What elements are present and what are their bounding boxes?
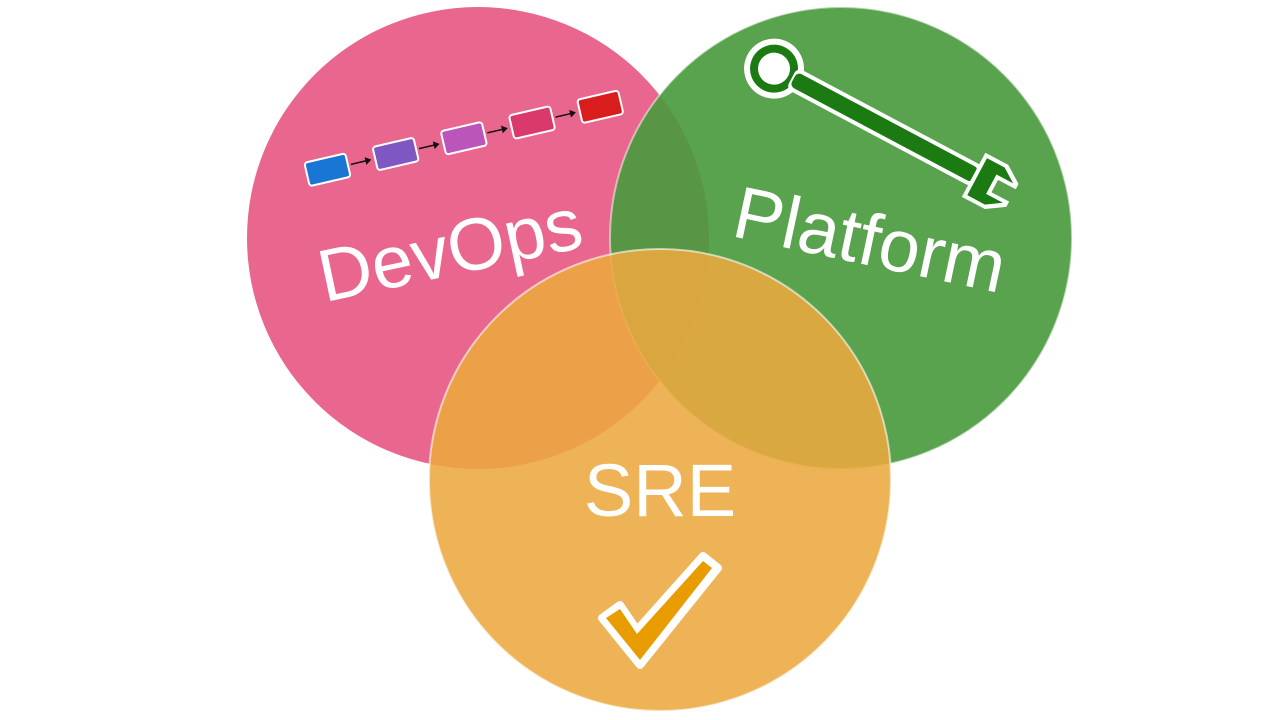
pipeline-arrow [555,112,573,118]
pipeline-stage-box [303,152,352,187]
pipeline-arrow [418,144,436,150]
sre-label: SRE [584,449,736,532]
pipeline-arrow [487,128,504,134]
sre-circle [428,248,892,712]
pipeline-arrowhead [500,125,508,134]
circles-group [247,6,1073,712]
pipeline-arrow [350,159,368,166]
pipeline-stage-box [440,121,488,156]
wrench-icon [744,38,1019,210]
checkmark-icon [598,552,722,669]
pipeline-stage-box [508,105,556,140]
pipeline-arrowhead [364,157,372,165]
pipeline-arrowhead [432,141,440,150]
pipeline-stage-box [372,137,420,171]
pipeline-arrowhead [569,109,576,118]
pipeline-icon [303,89,624,187]
pipeline-stage-box [576,89,624,124]
